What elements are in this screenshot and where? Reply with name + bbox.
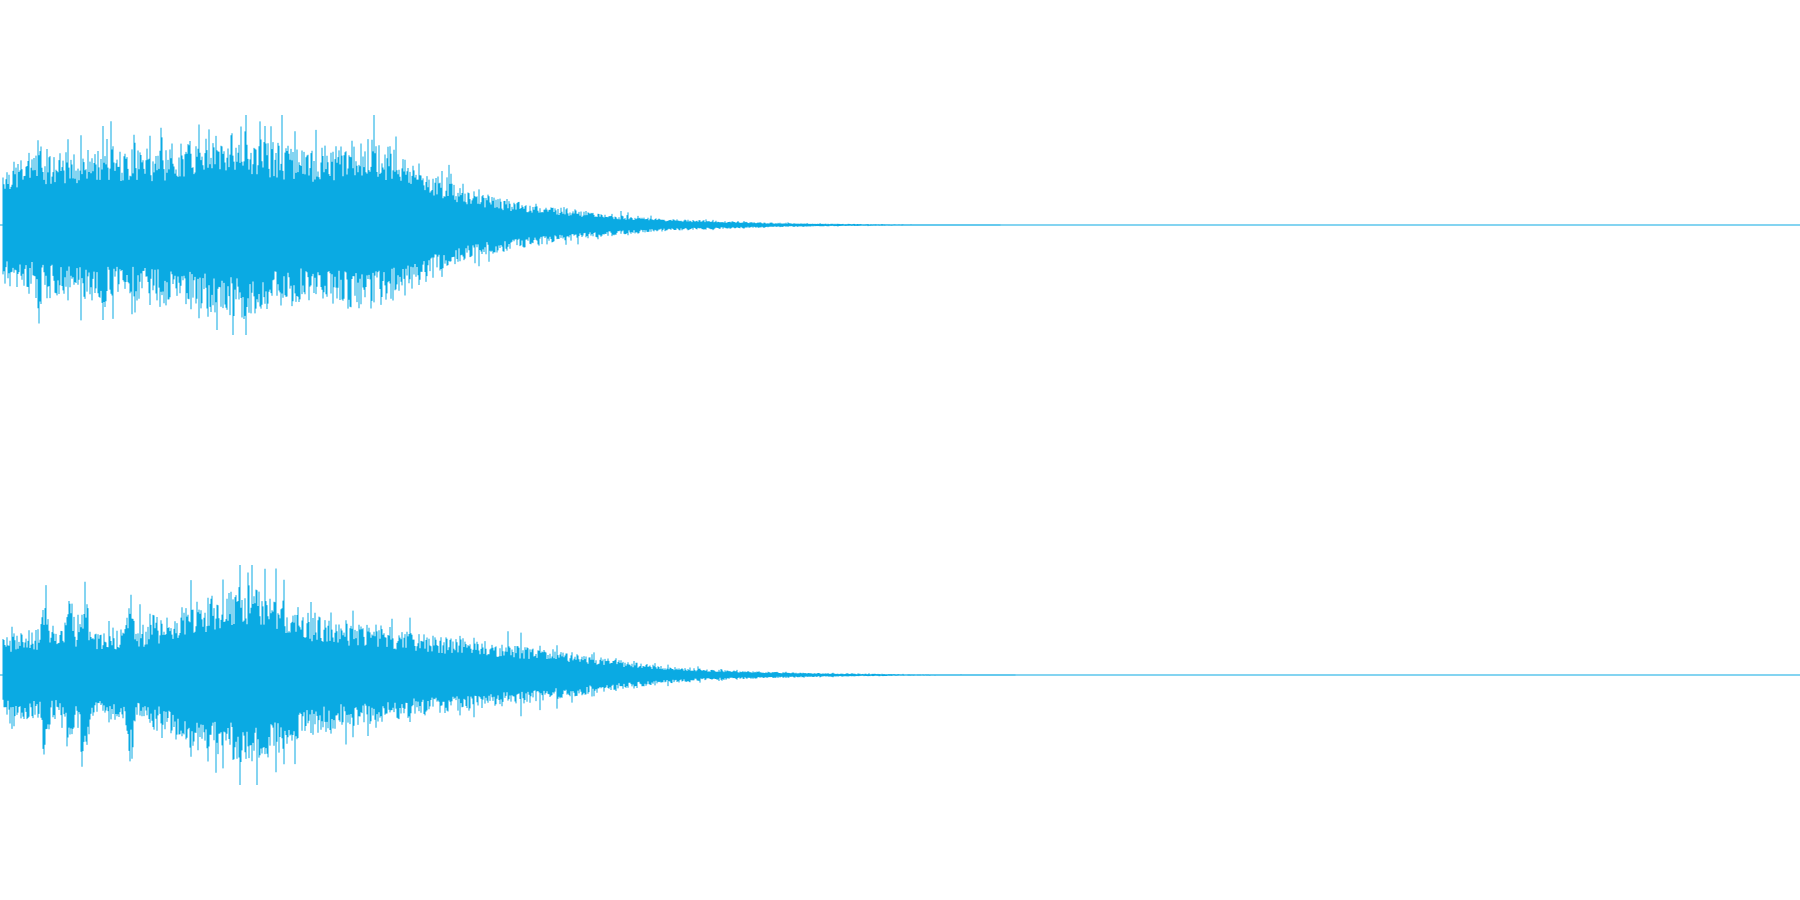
waveform-amplitude-trace	[2, 115, 1001, 335]
channel-right-waveform	[0, 565, 1800, 785]
waveform-amplitude-trace	[2, 565, 1016, 785]
channel-left-waveform	[0, 115, 1800, 335]
